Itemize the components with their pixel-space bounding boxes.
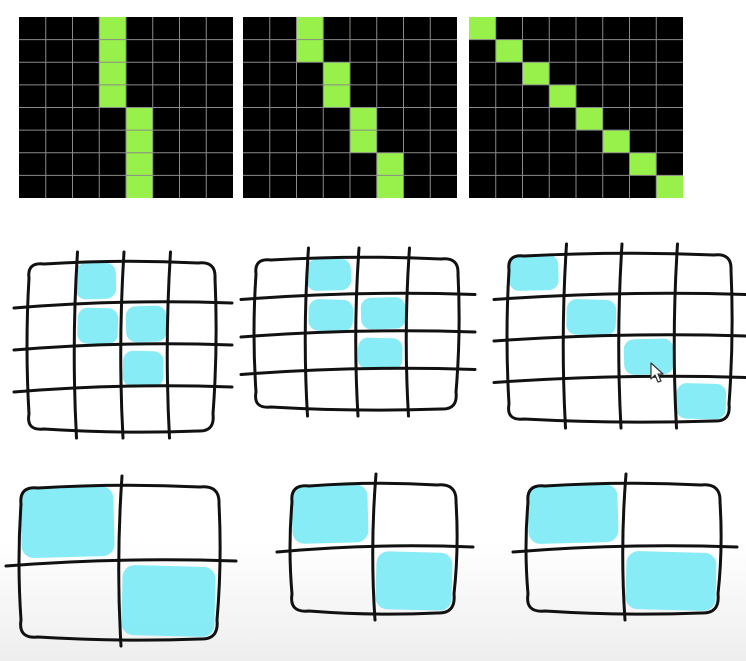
highlighted-cell (625, 551, 717, 611)
sketch-grid-line (511, 544, 739, 554)
highlighted-cell (623, 338, 674, 375)
sketch-grid-4x4 (492, 242, 746, 430)
lit-pixel-cell (296, 17, 324, 40)
highlighted-cell (676, 383, 727, 420)
highlighted-cell (308, 299, 354, 332)
lit-pixel-cell (549, 84, 576, 108)
lit-pixel-cell (126, 152, 153, 176)
highlighted-cell (77, 307, 119, 345)
sketch-grid-frame (17, 483, 222, 642)
highlighted-cell (508, 254, 559, 291)
lit-pixel-cell (469, 17, 496, 40)
lit-pixel-cell (99, 17, 126, 40)
lit-pixel-cell (296, 39, 324, 63)
lit-pixel-cell (126, 107, 153, 131)
sketch-grid-2x2 (511, 472, 739, 622)
sketch-grid-line (404, 246, 411, 418)
lit-pixel-cell (350, 130, 377, 153)
sketch-grid-4x4 (12, 250, 234, 440)
sketch-grids-4x4-row (12, 242, 746, 440)
sketch-grid-line (239, 329, 477, 339)
highlighted-cell (527, 484, 619, 544)
highlighted-cell (75, 262, 117, 300)
pixel-grid (469, 17, 683, 198)
lit-pixel-cell (99, 62, 126, 85)
lit-pixel-cell (602, 130, 630, 153)
lit-pixel-cell (126, 175, 153, 198)
pixel-grids-row (19, 17, 683, 198)
lit-pixel-cell (99, 84, 126, 108)
sketch-grid-line (275, 544, 475, 554)
lit-pixel-cell (376, 152, 404, 176)
lit-pixel-cell (323, 62, 350, 85)
lit-pixel-cell (350, 107, 377, 131)
highlighted-cell (566, 299, 617, 336)
sketch-grid-line (4, 558, 238, 568)
highlighted-cell (375, 551, 453, 611)
highlighted-cell (20, 486, 115, 558)
highlighted-cell (291, 484, 369, 544)
pixel-grid (19, 17, 233, 198)
lit-pixel-cell (629, 152, 657, 176)
sketch-grid-line (492, 291, 746, 301)
sketch-grid-2x2 (4, 474, 238, 648)
sketch-grid-frame (25, 259, 218, 434)
lit-pixel-cell (126, 130, 153, 153)
sketch-grid-line (12, 300, 234, 310)
lit-pixel-cell (495, 39, 523, 63)
lit-pixel-cell (576, 107, 603, 131)
highlighted-cell (125, 305, 167, 343)
lit-pixel-cell (376, 175, 404, 198)
lit-pixel-cell (323, 84, 350, 108)
highlighted-cell (357, 337, 403, 370)
sketch-grid-frame (505, 251, 734, 424)
sketch-grid-line (12, 342, 234, 352)
sketch-grid-line (239, 366, 477, 376)
highlighted-cell (360, 297, 406, 330)
sketch-grid-frame (252, 255, 461, 412)
sketch-grid-line (492, 374, 746, 384)
sketch-grid-frame (524, 481, 723, 616)
pixel-grid (243, 17, 457, 198)
sketch-grid-line (165, 250, 172, 440)
sketch-grid-line (12, 384, 234, 394)
sketch-grid-frame (288, 481, 459, 616)
lit-pixel-cell (99, 39, 126, 63)
sketch-grid-line (239, 291, 477, 301)
lit-pixel-cell (656, 175, 683, 198)
highlighted-cell (122, 350, 164, 388)
highlighted-cell (306, 258, 352, 291)
lit-pixel-cell (522, 62, 550, 85)
highlighted-cell (121, 565, 216, 637)
sketch-grids-2x2-row (4, 472, 739, 648)
sketch-grid-4x4 (239, 246, 477, 418)
sketch-grid-2x2 (275, 472, 475, 622)
sketch-grid-line (492, 333, 746, 343)
sketch-grid-line (672, 242, 679, 430)
